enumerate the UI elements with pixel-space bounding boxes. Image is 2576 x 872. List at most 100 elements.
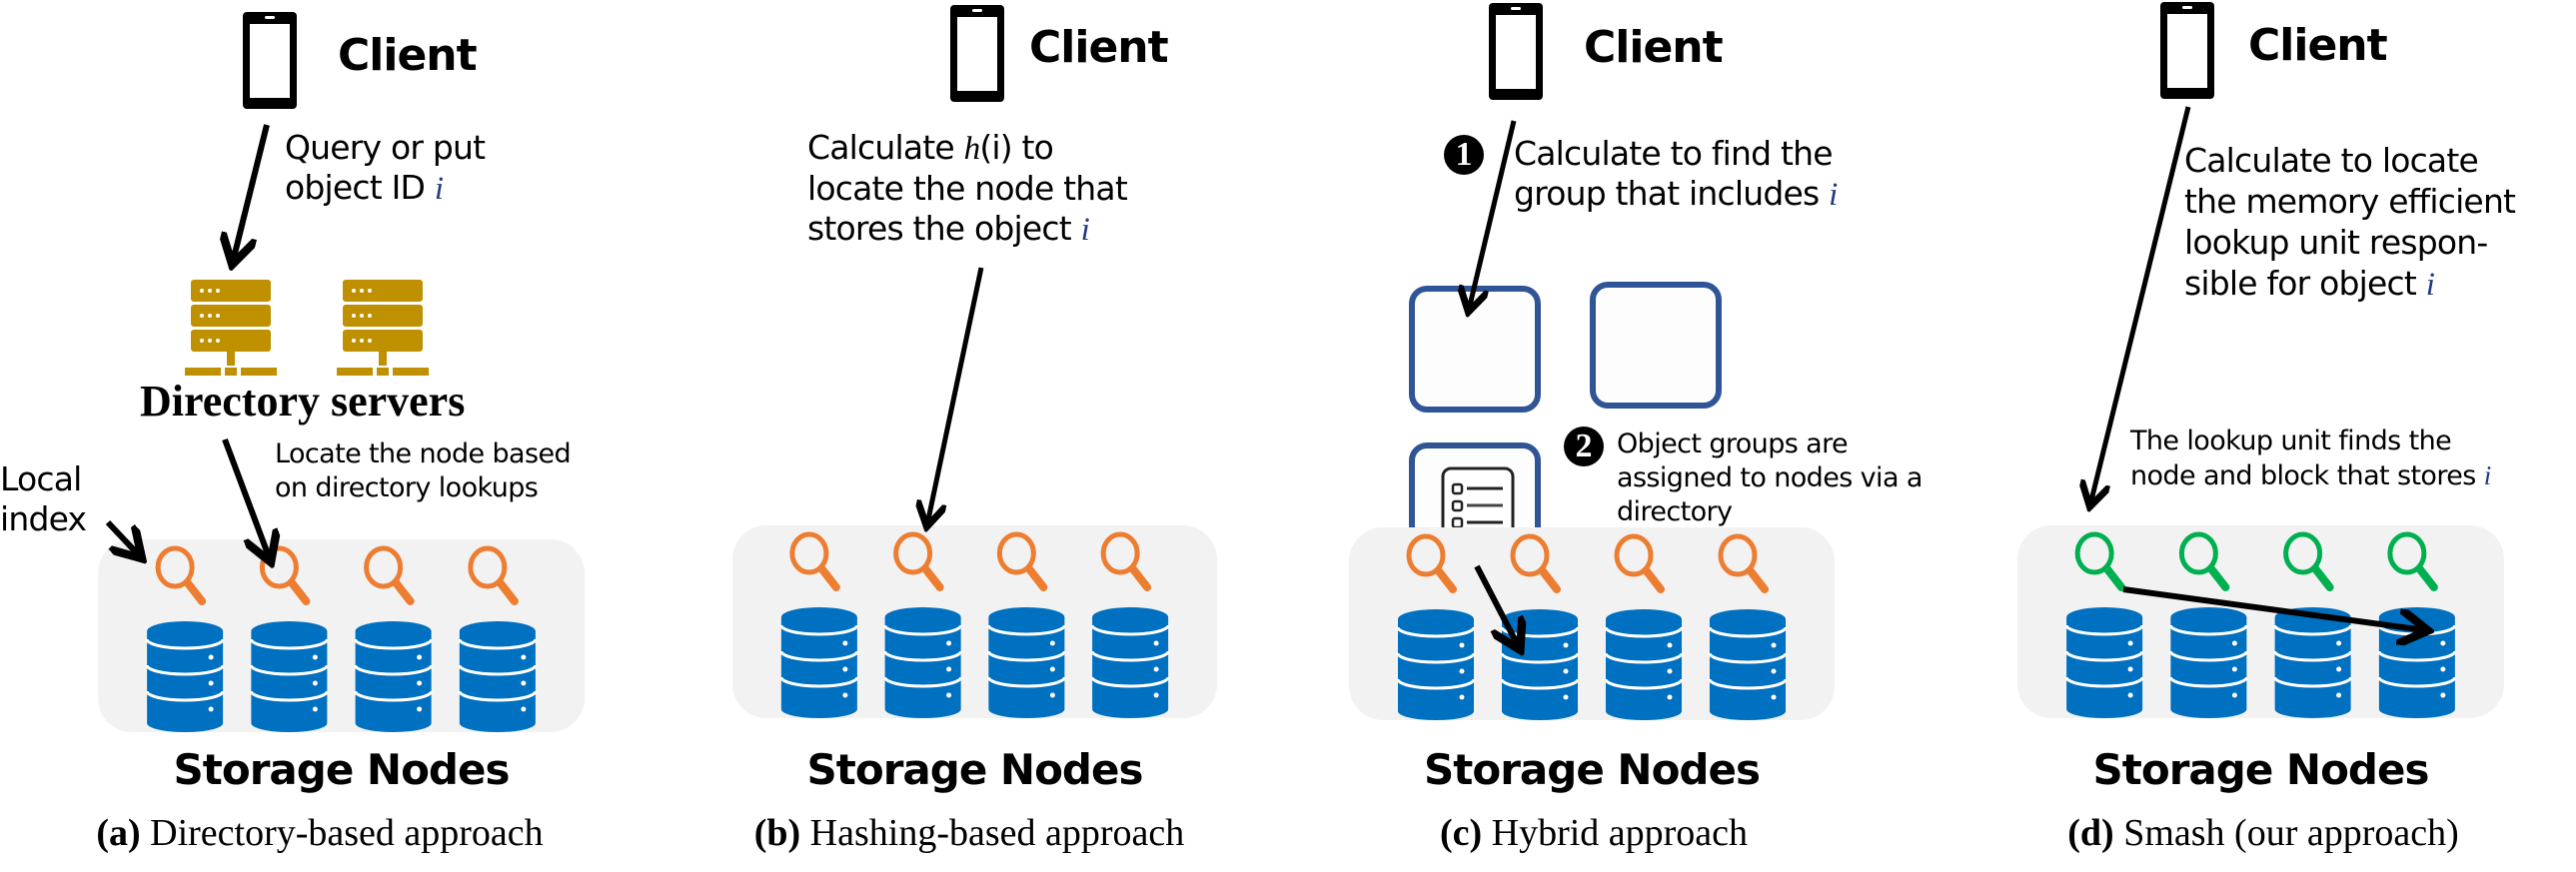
lookup-magnifier-icon (893, 531, 944, 591)
client-phone-icon (1489, 3, 1543, 105)
directory-servers-label: Directory servers (140, 377, 466, 426)
database-icon (354, 621, 434, 732)
arrow-hash-to-node (927, 267, 984, 524)
local-index-line: Local (0, 459, 82, 498)
database-icon (1500, 609, 1580, 720)
storage-nodes-row (1349, 527, 1835, 732)
lookup-magnifier-icon (2178, 531, 2230, 591)
smash-client-text: Calculate to locate the memory efficient… (2184, 140, 2516, 306)
caption-tag: (b) (753, 812, 801, 854)
step-2-text-line: Object groups are (1617, 429, 1849, 459)
smash-client-text-line: the memory efficient (2184, 182, 2516, 221)
storage-node (2273, 531, 2353, 718)
directory-server-icon (185, 280, 277, 382)
panel-caption: (b) Hashing-based approach (649, 811, 1289, 855)
lookup-magnifier-icon (364, 545, 415, 605)
step-1-text-line: group that includes i (1514, 174, 1838, 215)
directory-list-icon (1441, 466, 1515, 544)
hash-text-line: Calculate h(i) to (807, 128, 1127, 169)
arrow-client-to-directory (233, 124, 270, 262)
variable-i: i (434, 171, 444, 207)
storage-nodes-label: Storage Nodes (2092, 745, 2430, 794)
lookup-unit-text-part: node and block that stores (2130, 460, 2484, 491)
hash-function: h (963, 131, 980, 167)
storage-node (2377, 531, 2457, 718)
smash-client-text-part: sible for object (2184, 264, 2426, 303)
storage-nodes-label: Storage Nodes (806, 745, 1144, 794)
storage-nodes-svg (1396, 533, 1788, 720)
lookup-magnifier-icon (1100, 531, 1152, 591)
caption-text: Smash (our approach) (2113, 812, 2459, 854)
storage-node (2064, 531, 2144, 718)
smash-client-text-line: lookup unit respon- (2184, 223, 2488, 262)
local-index-label: Local index (0, 459, 87, 539)
step-1-text-part: group that includes (1514, 174, 1830, 213)
hash-text-line: stores the object i (807, 209, 1127, 250)
storage-nodes-svg (145, 545, 538, 732)
variable-i: i (1080, 212, 1090, 248)
lookup-unit-text-line: The lookup unit finds the (2130, 426, 2452, 456)
variable-i: i (1829, 177, 1838, 213)
caption-text: Hashing-based approach (800, 812, 1185, 854)
panel-caption: (c) Hybrid approach (1299, 811, 1889, 855)
database-icon (1090, 607, 1170, 718)
hash-text-part: stores the object (807, 209, 1081, 248)
query-text-part: object ID (285, 168, 435, 207)
storage-node (1500, 533, 1580, 720)
lookup-magnifier-icon (2074, 531, 2126, 591)
caption-tag: (c) (1439, 812, 1483, 854)
locate-text: Locate the node based on directory looku… (275, 437, 572, 505)
query-text: Query or put object ID i (285, 128, 486, 209)
panel-caption: (a) Directory-based approach (0, 811, 640, 855)
panel-caption: (d) Smash (our approach) (1958, 811, 2568, 855)
hash-text-line: locate the node that (807, 169, 1128, 208)
client-label: Client (1029, 22, 1169, 73)
lookup-magnifier-icon (1718, 533, 1769, 593)
database-icon (883, 607, 963, 718)
database-icon (145, 621, 225, 732)
storage-node (779, 531, 859, 718)
lookup-magnifier-icon (2283, 531, 2334, 591)
database-icon (2168, 607, 2248, 718)
caption-tag: (a) (96, 812, 141, 854)
client-phone-icon (243, 12, 297, 114)
object-group-box (1409, 286, 1541, 413)
lookup-magnifier-icon (1614, 533, 1665, 593)
variable-i: i (2425, 267, 2435, 303)
storage-node (354, 545, 434, 732)
directory-server-icon (337, 280, 429, 382)
storage-node (1090, 531, 1170, 718)
step-2-text-line: directory (1617, 496, 1733, 527)
database-icon (1604, 609, 1684, 720)
storage-nodes-label: Storage Nodes (1424, 745, 1761, 794)
step-2-text-line: assigned to nodes via a (1617, 462, 1923, 493)
database-icon (986, 607, 1066, 718)
locate-text-line: Locate the node based (275, 438, 572, 469)
hash-text-part: (i) to (979, 128, 1054, 167)
storage-nodes-svg (779, 531, 1170, 718)
local-index-line: index (0, 499, 87, 538)
hash-text-part: Calculate (807, 128, 964, 167)
storage-node (1708, 533, 1788, 720)
storage-node (883, 531, 963, 718)
variable-i: i (2483, 460, 2491, 490)
client-phone-icon (950, 5, 1004, 107)
lookup-magnifier-icon (468, 545, 519, 605)
client-label: Client (2248, 20, 2388, 71)
storage-node (458, 545, 538, 732)
hash-text: Calculate h(i) to locate the node that s… (807, 128, 1128, 250)
storage-node (249, 545, 329, 732)
storage-node (986, 531, 1066, 718)
step-2-badge: 2 (1564, 427, 1604, 466)
storage-nodes-label: Storage Nodes (173, 745, 511, 794)
storage-nodes-row (732, 525, 1217, 730)
lookup-magnifier-icon (1406, 533, 1457, 593)
lookup-magnifier-icon (2387, 531, 2438, 591)
lookup-magnifier-icon (996, 531, 1048, 591)
database-icon (2273, 607, 2353, 718)
caption-tag: (d) (2067, 812, 2114, 854)
lookup-unit-text: The lookup unit finds the node and block… (2130, 425, 2491, 493)
step-1-badge: 1 (1444, 135, 1484, 175)
storage-nodes-row (2017, 525, 2504, 730)
